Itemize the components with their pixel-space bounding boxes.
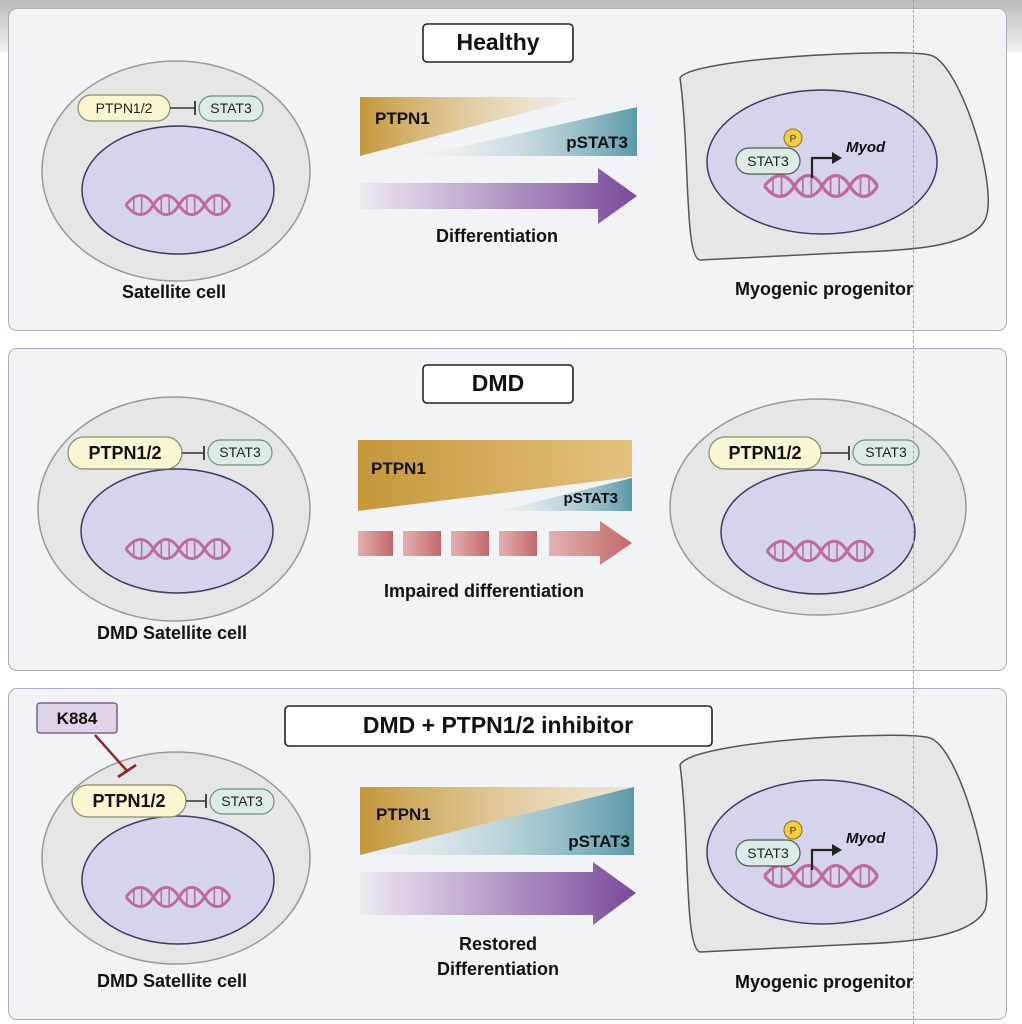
restored-differentiation-arrow [360, 862, 636, 925]
nucleus [706, 89, 938, 235]
stat3-label: STAT3 [747, 845, 789, 861]
pstat3-wedge [498, 478, 632, 511]
arrow-label: Differentiation [436, 226, 558, 246]
stat3-pill [852, 439, 920, 466]
inhibition-line [94, 734, 129, 773]
panel-title: DMD [472, 370, 524, 396]
nucleus [720, 469, 916, 595]
pstat3-label: pSTAT3 [568, 832, 630, 851]
ptpn-label: PTPN1/2 [92, 791, 165, 811]
arrow-label-line1: Restored [459, 934, 537, 954]
ptpn-label: PTPN1/2 [88, 443, 161, 463]
stat3-label: STAT3 [210, 100, 252, 116]
ptpn1-label: PTPN1 [375, 109, 430, 128]
inhibitor-label: K884 [57, 709, 98, 728]
nucleus [81, 815, 275, 945]
ptpn1-label: PTPN1 [376, 805, 431, 824]
right-cell-label: Myogenic progenitor [735, 972, 913, 992]
panel-2-content: DMD PTPN1/2 STAT3 DMD Satellite cell PTP… [37, 364, 967, 643]
panel-3-content: DMD + PTPN1/2 inhibitor K884 PTPN1/2 STA… [36, 702, 988, 992]
pstat3-label: pSTAT3 [564, 490, 618, 507]
phosphate-icon [783, 820, 803, 840]
nucleus [706, 779, 938, 925]
arrow-label: Impaired differentiation [384, 581, 584, 601]
phosphate-label: P [790, 826, 797, 837]
phosphate-icon [783, 128, 803, 148]
inhibitor-box [36, 702, 118, 734]
left-cell-label: DMD Satellite cell [97, 623, 247, 643]
stat3-label: STAT3 [747, 153, 789, 169]
impaired-differentiation-arrow [358, 521, 632, 565]
left-cell-label: DMD Satellite cell [97, 971, 247, 991]
differentiation-arrow [360, 168, 637, 224]
stat3-pill [209, 788, 275, 815]
nucleus [80, 468, 274, 594]
left-cell-label: Satellite cell [122, 282, 226, 302]
transcription-arrow-icon [810, 156, 832, 178]
ptpn1-label: PTPN1 [371, 459, 426, 478]
phosphate-label: P [790, 134, 797, 145]
ptpn1-wedge [358, 440, 632, 511]
nucleus [81, 125, 275, 255]
transcription-arrow-icon [810, 848, 832, 870]
panel-1-content: Healthy PTPN1/2 STAT3 Satellite cell PTP… [41, 23, 989, 302]
panel-title-box [422, 364, 574, 404]
panel-title: DMD + PTPN1/2 inhibitor [363, 712, 633, 738]
panel-title-box [422, 23, 574, 63]
panel-title-box [284, 705, 713, 747]
stat3-label: STAT3 [221, 793, 263, 809]
stat3-pill [735, 147, 801, 175]
stat3-label: STAT3 [219, 444, 261, 460]
ptpn-label: PTPN1/2 [728, 443, 801, 463]
ptpn1-wedge [360, 97, 585, 156]
pstat3-label: pSTAT3 [566, 133, 628, 152]
gene-label: Myod [846, 139, 886, 156]
stat3-label: STAT3 [865, 444, 907, 460]
pstat3-wedge [360, 787, 634, 855]
dashed-guide-line [913, 0, 914, 1024]
stat3-pill [198, 95, 264, 122]
ptpn-label: PTPN1/2 [96, 100, 153, 116]
panel-title: Healthy [456, 29, 539, 55]
right-cell-label: Myogenic progenitor [735, 279, 913, 299]
gene-label: Myod [846, 830, 886, 847]
stat3-pill [207, 439, 273, 466]
arrow-label-line2: Differentiation [437, 959, 559, 979]
pstat3-wedge [420, 107, 637, 156]
stat3-pill [735, 839, 801, 867]
